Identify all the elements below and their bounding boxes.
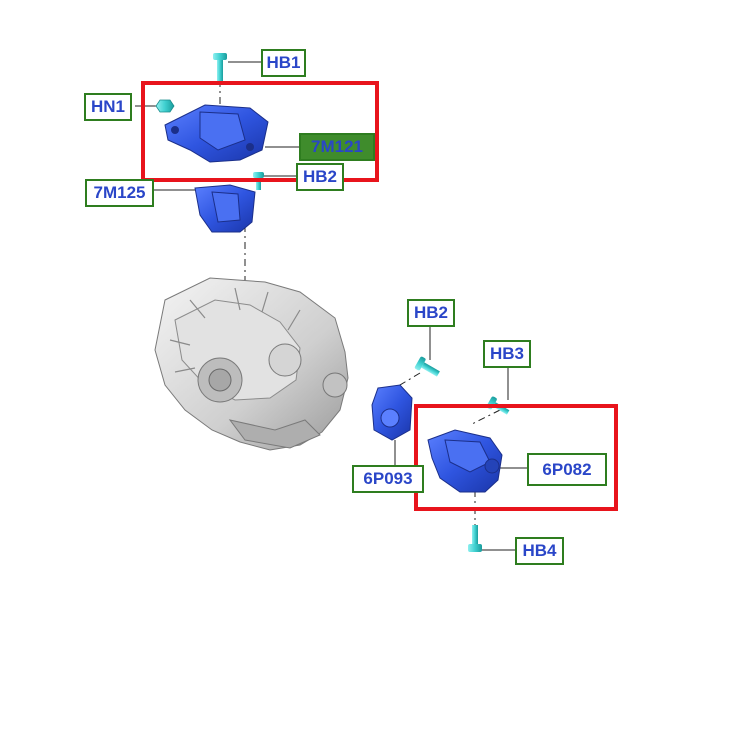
- callout-7m125: 7M125: [85, 179, 154, 207]
- part-7m125-bracket: [194, 184, 256, 233]
- callout-hb3: HB3: [483, 340, 531, 368]
- transmission-assembly: [154, 277, 349, 451]
- bolt-icon: [414, 356, 440, 377]
- callout-6p082: 6P082: [527, 453, 607, 486]
- callout-hb2-upper: HB2: [296, 163, 344, 191]
- part-6p093-mount: [371, 384, 413, 441]
- callout-6p093: 6P093: [352, 465, 424, 493]
- bolt-icon: [253, 172, 264, 190]
- highlight-box-upper: [141, 81, 379, 182]
- nut-icon: [155, 99, 175, 113]
- callout-hb4: HB4: [515, 537, 564, 565]
- part-7m121-mount: [164, 104, 269, 163]
- callout-hb2-middle: HB2: [407, 299, 455, 327]
- callout-hn1: HN1: [84, 93, 132, 121]
- callout-7m121: 7M121: [299, 133, 375, 161]
- highlight-box-lower: [414, 404, 618, 511]
- bolt-icon: [213, 53, 227, 82]
- leader-lines: [135, 61, 528, 551]
- callout-hb1: HB1: [261, 49, 306, 77]
- bolt-icon: [468, 525, 482, 552]
- part-6p082-mount: [427, 429, 503, 493]
